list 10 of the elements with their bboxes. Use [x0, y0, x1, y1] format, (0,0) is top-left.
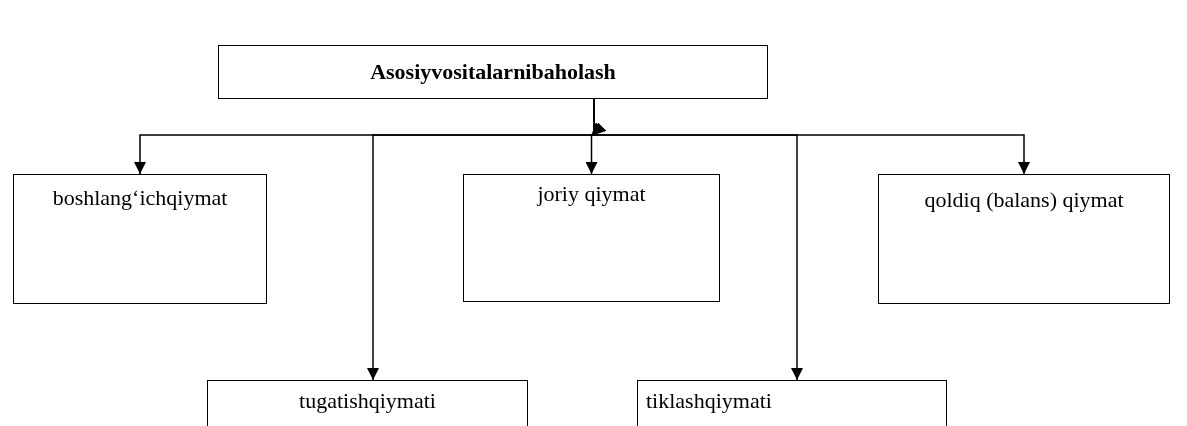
box-label: tiklashqiymati [646, 387, 773, 415]
process-box [13, 174, 267, 304]
box-label: boshlang‘ichqiymat [51, 184, 229, 212]
title-box [218, 45, 768, 99]
box-label: qoldiq (balans) qiymat [924, 186, 1124, 214]
process-box [878, 174, 1170, 304]
box-label: tugatishqiymati [298, 387, 437, 415]
box-label: joriy qiymat [536, 180, 647, 208]
process-box [463, 174, 720, 302]
box-label: Asosiyvositalarnibaholash [369, 58, 617, 86]
